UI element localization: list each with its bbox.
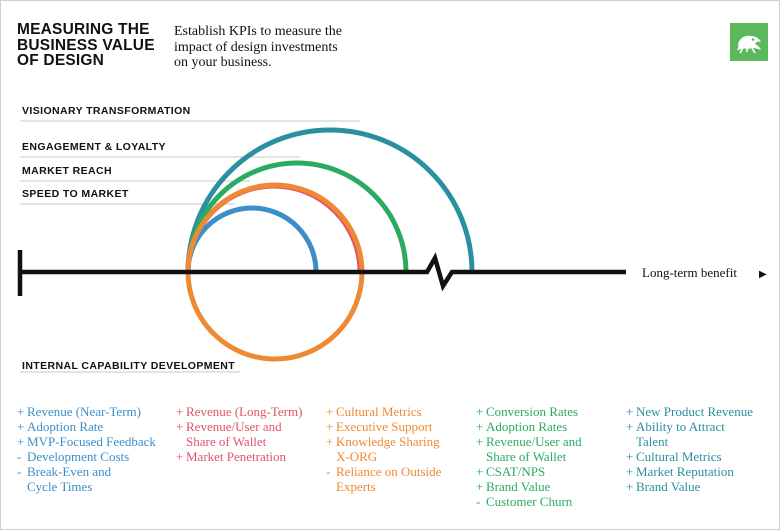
kpi-item: +Brand Value [626,479,776,494]
plus-marker: + [326,404,334,419]
plus-marker: + [626,449,634,464]
internal-capability-label: INTERNAL CAPABILITY DEVELOPMENT [22,360,235,372]
kpi-item: +Revenue (Long-Term) [176,404,324,419]
kpi-text: Conversion Rates [486,404,579,419]
title-line: OF DESIGN [17,52,105,69]
kpi-item: -Development Costs [17,449,177,464]
kpi-column-engagement-loyalty: +Conversion Rates+Adoption Rates+Revenue… [476,404,624,509]
plus-marker: + [476,404,484,419]
kpi-text: Development Costs [27,449,130,464]
kpi-item: +Executive Support [326,419,472,434]
plus-marker: + [626,464,634,479]
plus-marker: + [476,419,484,434]
axis-arrow-icon: ▶ [759,269,767,280]
subtitle-line: Establish KPIs to measure the [174,24,342,39]
kpi-text: Market Penetration [186,449,286,464]
level-label-speed-to-market: SPEED TO MARKET [22,188,129,200]
kpi-text: Brand Value [486,479,551,494]
frog-icon [737,35,761,54]
kpi-item: +New Product Revenue [626,404,776,419]
level-label-visionary-transformation: VISIONARY TRANSFORMATION [22,105,191,117]
kpi-text: Revenue (Long-Term) [186,404,303,419]
plus-marker: + [476,434,484,449]
kpi-item: +Adoption Rate [17,419,177,434]
plus-marker: + [326,419,334,434]
plus-marker: + [476,464,484,479]
title-line: BUSINESS VALUE [17,36,155,54]
plus-marker: + [176,449,184,464]
kpi-text: Cultural Metrics [636,449,722,464]
plus-marker: + [626,479,634,494]
arc-visionary-transformation [185,127,475,273]
arc-engagement-loyalty [185,160,409,273]
plus-marker: + [17,419,25,434]
kpi-item: +Market Reputation [626,464,776,479]
kpi-item: -Customer Churn [476,494,624,509]
kpi-text: CSAT/NPS [486,464,546,479]
kpi-item: +Adoption Rates [476,419,624,434]
kpi-item: +Conversion Rates [476,404,624,419]
plus-marker: + [17,404,25,419]
plus-marker: + [176,404,184,419]
plus-marker: + [476,479,484,494]
level-label-engagement-loyalty: ENGAGEMENT & LOYALTY [22,141,166,153]
kpi-text: Customer Churn [486,494,573,509]
subtitle-line: on your business. [174,55,272,70]
kpi-text: Revenue (Near-Term) [27,404,141,419]
kpi-text: Adoption Rates [486,419,568,434]
kpi-column-internal-capability: +Cultural Metrics+Executive Support+Know… [326,404,472,494]
kpi-item: +Market Penetration [176,449,324,464]
plus-marker: + [17,434,25,449]
page-title: MEASURING THE BUSINESS VALUE OF DESIGN [17,22,155,69]
plus-marker: + [626,419,634,434]
kpi-item: +CSAT/NPS [476,464,624,479]
level-label-market-reach: MARKET REACH [22,165,112,177]
kpi-text: Cultural Metrics [336,404,422,419]
plus-marker: + [326,434,334,449]
kpi-item: +Cultural Metrics [626,449,776,464]
kpi-item: +Revenue (Near-Term) [17,404,177,419]
minus-marker: - [17,449,22,464]
kpi-item: +MVP-Focused Feedback [17,434,177,449]
subtitle-line: impact of design investments [174,39,338,55]
kpi-text: Market Reputation [636,464,734,479]
minus-marker: - [326,464,331,479]
plus-marker: + [626,404,634,419]
plus-marker: + [176,419,184,434]
title-line: MEASURING THE [17,21,150,38]
kpi-column-speed-to-market: +Revenue (Near-Term)+Adoption Rate+MVP-F… [17,404,177,494]
kpi-item: +Brand Value [476,479,624,494]
minus-marker: - [17,464,22,479]
frog-logo [730,23,768,61]
kpi-text: Adoption Rate [27,419,104,434]
kpi-text: Brand Value [636,479,701,494]
page-subtitle: Establish KPIs to measure the impact of … [174,24,374,71]
timeline-axis [20,252,626,292]
kpi-text: Executive Support [336,419,433,434]
kpi-text: New Product Revenue [636,404,753,419]
kpi-text: MVP-Focused Feedback [27,434,156,449]
kpi-item: +Cultural Metrics [326,404,472,419]
minus-marker: - [476,494,481,509]
axis-label: Long-term benefit [642,265,737,280]
